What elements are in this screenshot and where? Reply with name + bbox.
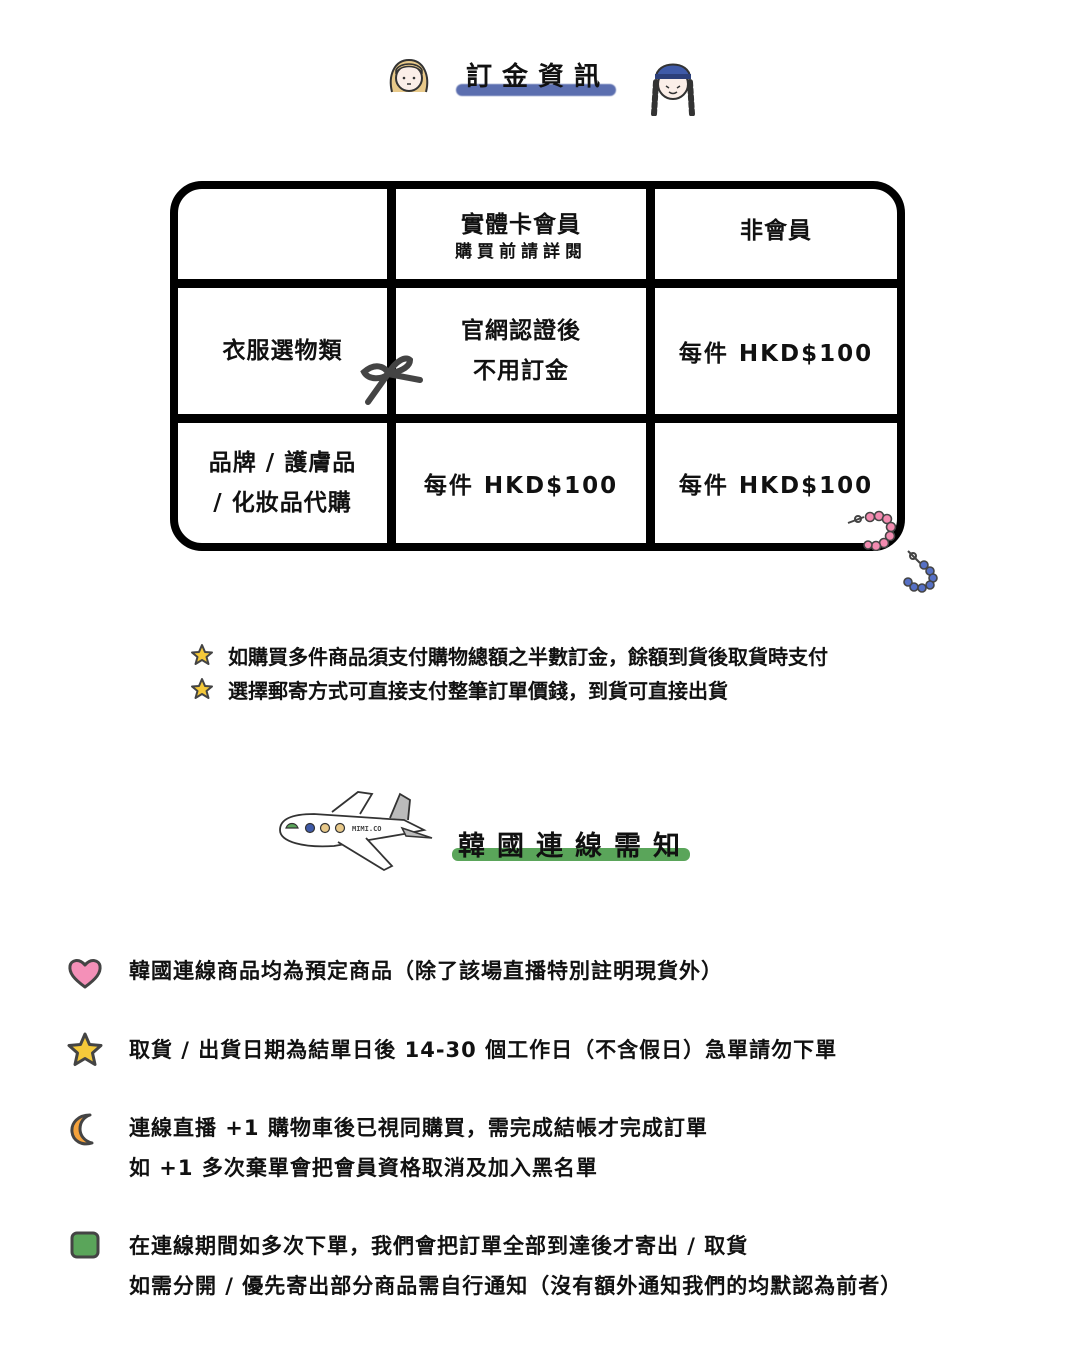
table-row-category: 品牌 / 護膚品 / 化妝品代購 [208, 450, 357, 516]
header-member-cell: 實體卡會員 購買前請詳閱 [396, 189, 646, 279]
section-title: 訂金資訊 [465, 62, 610, 92]
cap-girl-face-icon [651, 63, 695, 116]
table-row-non-member-value: 每件 HKD$100 [678, 341, 874, 367]
member-column-subtitle: 購買前請詳閱 [455, 242, 587, 262]
note-item: 選擇郵寄方式可直接支付整筆訂單價錢，到貨可直接出貨 [190, 672, 828, 706]
divider [178, 414, 897, 423]
pink-bead-earring-icon [847, 510, 897, 551]
note-item: 如購買多件商品須支付購物總額之半數訂金，餘額到貨後取貨時支付 [190, 638, 828, 672]
title-underline [452, 848, 690, 861]
ribbon-bow-icon [360, 355, 423, 405]
airplane-illustration-icon: MIMI.CO [279, 791, 433, 872]
moon-icon [70, 1113, 94, 1146]
header-non-member-cell: 非會員 [655, 189, 897, 279]
header-empty-cell [178, 189, 387, 279]
blonde-girl-face-icon [389, 58, 429, 93]
table-row-non-member-value: 每件 HKD$100 [678, 473, 874, 499]
member-column-title: 實體卡會員 [461, 212, 581, 238]
deposit-notes: 如購買多件商品須支付購物總額之半數訂金，餘額到貨後取貨時支付 選擇郵寄方式可直接… [190, 638, 828, 706]
non-member-column-title: 非會員 [740, 218, 812, 244]
divider [646, 189, 655, 543]
table-row-category: 衣服選物類 [222, 338, 343, 364]
star-icon [191, 678, 213, 699]
table-row-member-value: 官網認證後 不用訂金 [461, 318, 581, 384]
star-icon [67, 1032, 103, 1066]
blue-bead-earring-icon [903, 550, 938, 593]
section-title: 韓國連線需知 [458, 831, 692, 862]
svg-text:MIMI.CO: MIMI.CO [352, 825, 382, 833]
divider [178, 279, 897, 288]
square-icon [70, 1231, 100, 1259]
star-icon [191, 644, 213, 665]
table-row-member-value: 每件 HKD$100 [423, 473, 619, 499]
deposit-header: 訂金資訊 [0, 50, 1080, 120]
heart-icon [68, 959, 102, 989]
title-underline [456, 84, 616, 96]
deposit-table: 實體卡會員 購買前請詳閱 非會員 衣服選物類 官網認證後 不用訂金 每件 HKD… [170, 181, 905, 551]
